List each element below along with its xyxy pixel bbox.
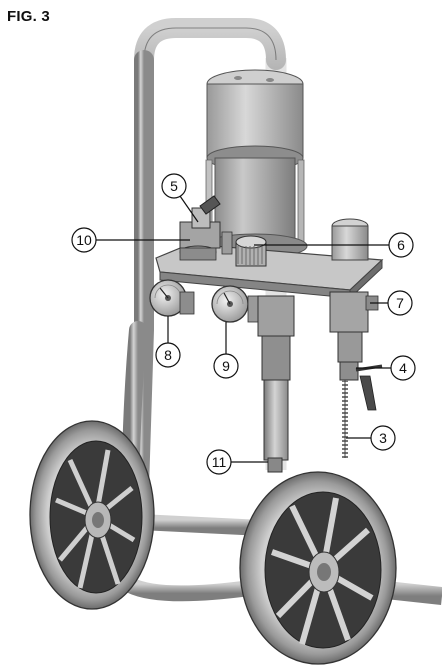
callout-8: 8	[155, 316, 181, 368]
fluid-filter-outlet	[329, 218, 383, 458]
callout-4-label: 4	[399, 360, 407, 376]
callout-6: 6	[254, 232, 414, 258]
callout-3: 3	[346, 425, 396, 451]
figure-title: FIG. 3	[7, 8, 50, 25]
callout-8-label: 8	[164, 347, 172, 363]
callout-9-label: 9	[222, 358, 230, 374]
callout-6-label: 6	[397, 237, 405, 253]
callout-9: 9	[213, 322, 239, 379]
callout-4: 4	[356, 355, 416, 381]
callout-7: 7	[370, 290, 413, 316]
callout-11: 11	[206, 449, 268, 475]
callout-11-label: 11	[212, 454, 227, 470]
callout-3-label: 3	[379, 430, 387, 446]
callout-5-label: 5	[170, 178, 178, 194]
callout-10-label: 10	[76, 232, 92, 248]
callout-7-label: 7	[396, 295, 404, 311]
callout-5: 5	[161, 173, 199, 223]
callout-10: 10	[71, 227, 190, 253]
left-wheel	[29, 420, 155, 610]
fluid-pump	[257, 295, 295, 473]
right-wheel	[239, 471, 397, 665]
air-controls	[179, 195, 267, 267]
